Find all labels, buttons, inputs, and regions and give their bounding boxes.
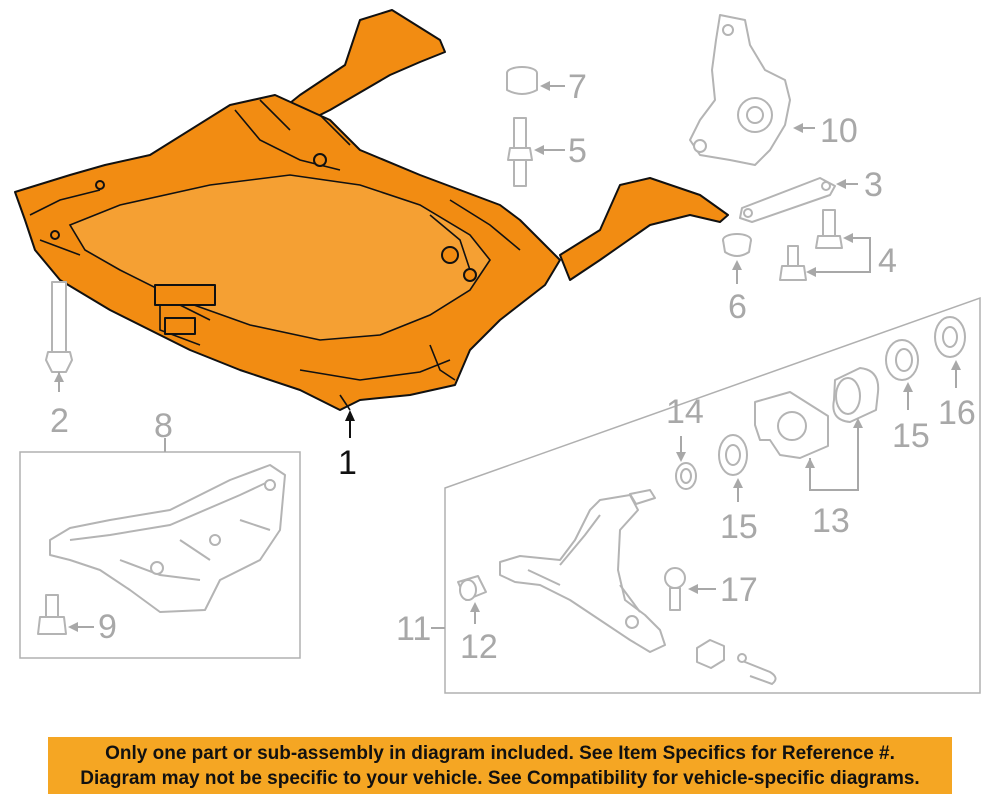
cotter-pin[interactable] bbox=[737, 653, 777, 686]
bushing-assembly-part-13[interactable] bbox=[754, 367, 880, 459]
bolt-part-9[interactable] bbox=[37, 594, 67, 635]
bushing-part-7[interactable] bbox=[506, 66, 538, 95]
callout-10: 10 bbox=[820, 112, 858, 150]
callout-12: 12 bbox=[460, 628, 498, 666]
washer-part-14[interactable] bbox=[675, 462, 697, 490]
sub-assembly-box-8 bbox=[19, 451, 301, 659]
bolts-part-4[interactable] bbox=[779, 209, 843, 281]
callout-2: 2 bbox=[50, 402, 69, 440]
callout-1: 1 bbox=[338, 444, 357, 482]
nut-part-6[interactable] bbox=[722, 233, 752, 257]
stud-part-5[interactable] bbox=[507, 117, 533, 187]
callout-7: 7 bbox=[568, 68, 587, 106]
callout-8: 8 bbox=[154, 407, 173, 445]
callout-17: 17 bbox=[720, 571, 758, 609]
washer-part-16[interactable] bbox=[934, 316, 966, 358]
disclaimer-line-2: Diagram may not be specific to your vehi… bbox=[80, 768, 920, 789]
plate-part-3[interactable] bbox=[739, 177, 836, 223]
sub-assembly-box-11 bbox=[444, 296, 981, 694]
disclaimer-banner: Only one part or sub-assembly in diagram… bbox=[48, 737, 952, 794]
callout-15-lower: 15 bbox=[720, 508, 758, 546]
callout-11: 11 bbox=[396, 610, 431, 648]
washer-part-15-upper[interactable] bbox=[885, 339, 919, 381]
callout-13: 13 bbox=[812, 502, 850, 540]
front-subframe-part[interactable] bbox=[14, 9, 729, 411]
bolt-part-2[interactable] bbox=[45, 281, 73, 373]
steering-knuckle-part-10[interactable] bbox=[689, 14, 791, 166]
callout-14: 14 bbox=[666, 393, 704, 431]
bracket-part-8[interactable] bbox=[49, 464, 286, 613]
callout-6: 6 bbox=[728, 288, 747, 326]
callout-3: 3 bbox=[864, 166, 883, 204]
castle-nut[interactable] bbox=[696, 639, 725, 669]
disclaimer-line-1: Only one part or sub-assembly in diagram… bbox=[105, 743, 895, 764]
bushing-part-12[interactable] bbox=[457, 575, 487, 601]
ball-joint-part-17[interactable] bbox=[664, 567, 686, 611]
lower-control-arm-part-11[interactable] bbox=[499, 489, 666, 653]
washer-part-15-lower[interactable] bbox=[718, 434, 748, 476]
callout-16: 16 bbox=[938, 394, 976, 432]
callout-5: 5 bbox=[568, 132, 587, 170]
callout-4: 4 bbox=[878, 242, 897, 280]
callout-9: 9 bbox=[98, 608, 117, 646]
callout-15-upper: 15 bbox=[892, 417, 930, 455]
